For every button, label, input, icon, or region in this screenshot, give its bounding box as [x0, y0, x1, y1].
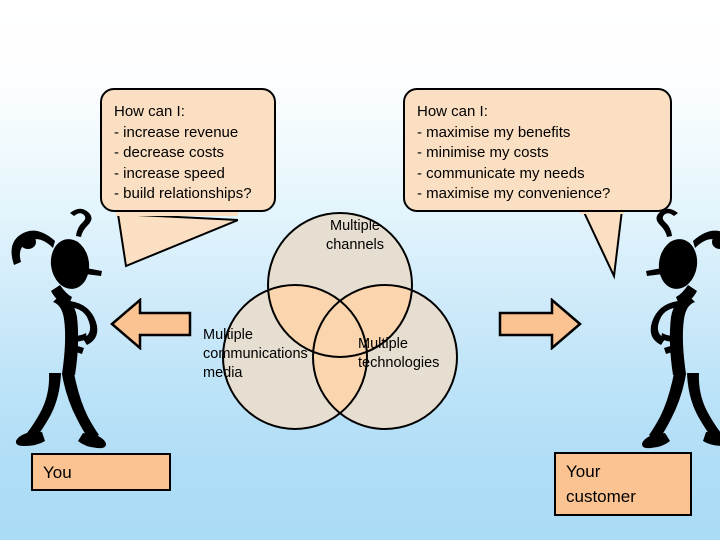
- arrow-pointing-to-customer: [498, 297, 582, 351]
- caption-you: You: [31, 453, 171, 491]
- you-question-bubble: How can I: - increase revenue - decrease…: [100, 88, 276, 212]
- arrow-pointing-to-you: [110, 297, 192, 351]
- venn-label-media: Multiple communications media: [203, 327, 308, 381]
- stick-figure-customer: [600, 205, 720, 455]
- speech-bubble-tail-right: [580, 200, 690, 280]
- venn-label-technologies: Multiple technologies: [358, 336, 440, 371]
- venn-diagram: [195, 205, 485, 435]
- customer-question-bubble: How can I: - maximise my benefits - mini…: [403, 88, 672, 212]
- caption-your-customer: Your customer: [554, 452, 692, 516]
- stick-figure-you: [8, 205, 148, 455]
- venn-label-channels: Multiple channels: [325, 218, 385, 253]
